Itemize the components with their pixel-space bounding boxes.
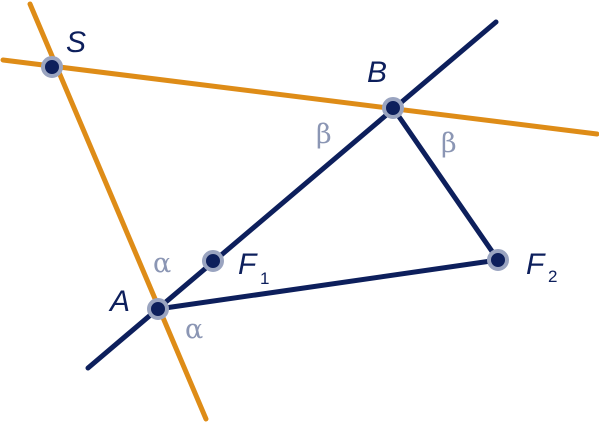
point-f1 xyxy=(202,250,224,272)
label-s: S xyxy=(66,26,86,59)
segment-bf2 xyxy=(390,105,501,263)
label-f2-sub: 2 xyxy=(548,267,557,286)
angle-beta-left: β xyxy=(316,119,332,150)
angle-alpha-top: α xyxy=(153,248,171,279)
angle-alpha-bottom: α xyxy=(185,314,203,345)
point-s xyxy=(41,56,63,78)
angle-beta-right: β xyxy=(441,128,457,159)
label-f1: F 1 xyxy=(238,248,269,288)
point-f2 xyxy=(487,249,509,271)
line-af1b xyxy=(85,19,499,371)
segment-af2 xyxy=(155,257,501,312)
label-b: B xyxy=(367,56,387,89)
line-sb xyxy=(0,57,599,137)
label-f2: F 2 xyxy=(526,248,557,286)
label-f1-sub: 1 xyxy=(260,269,269,288)
label-f2-main: F xyxy=(526,248,546,281)
point-b xyxy=(382,97,404,119)
point-a xyxy=(147,298,169,320)
label-a: A xyxy=(108,285,130,318)
label-f1-main: F xyxy=(238,248,258,281)
